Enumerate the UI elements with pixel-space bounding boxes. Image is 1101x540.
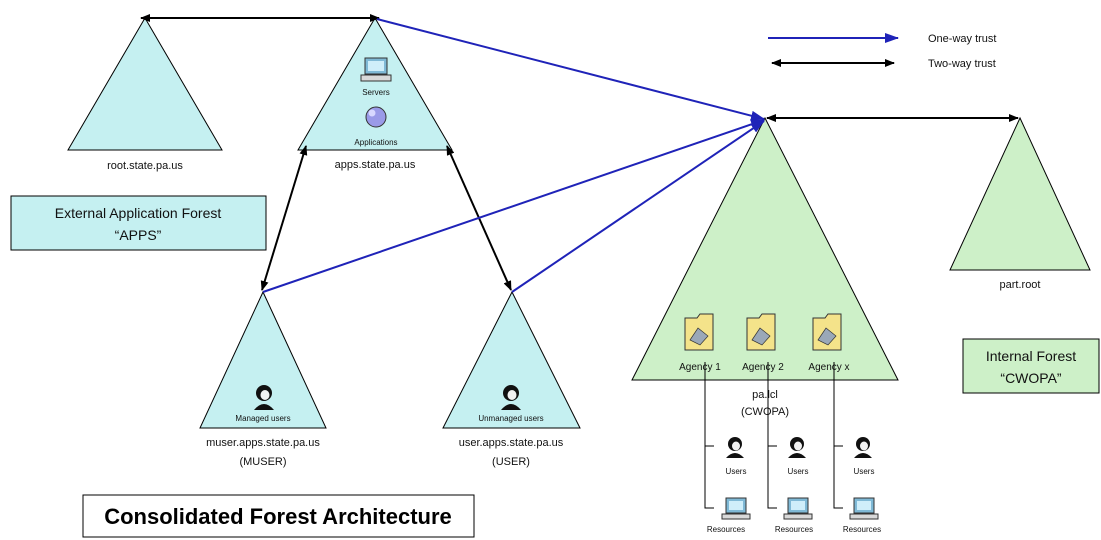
oneway-trust-apps-palcl <box>376 18 765 121</box>
agency-1-resources-icon <box>721 497 751 520</box>
apps-applications-label: Applications <box>354 138 397 147</box>
part-root-forest-triangle <box>949 116 1091 271</box>
agency-x-resources-icon <box>849 497 879 520</box>
managed-users-icon <box>254 385 274 410</box>
internal-forest-line2: “CWOPA” <box>1000 370 1062 386</box>
agency-1-folder-icon <box>684 313 714 351</box>
oneway-trust-user-palcl <box>511 120 765 293</box>
agency-1-users-icon <box>726 437 744 458</box>
root-domain-label: root.state.pa.us <box>107 160 183 172</box>
agency-x-users-icon <box>854 437 872 458</box>
apps-servers-label: Servers <box>362 88 390 97</box>
legend: One-way trust Two-way trust <box>768 33 996 70</box>
unmanaged-users-icon <box>501 385 521 410</box>
trust-apps-muser <box>260 145 308 291</box>
user-domain-sublabel: (USER) <box>492 456 530 468</box>
server-icon <box>360 57 392 82</box>
agency-1-resources-label: Resources <box>707 525 745 534</box>
oneway-trust-muser-palcl <box>262 119 765 293</box>
palcl-domain-sublabel: (CWOPA) <box>741 406 789 418</box>
external-forest-box: External Application Forest “APPS” <box>10 195 267 251</box>
internal-forest-line1: Internal Forest <box>986 348 1076 364</box>
muser-domain-label: muser.apps.state.pa.us <box>206 437 320 449</box>
muser-inner-label: Managed users <box>235 414 290 423</box>
diagram-title: Consolidated Forest Architecture <box>104 504 452 529</box>
part-root-domain-label: part.root <box>1000 279 1041 291</box>
agency-1-users-label: Users <box>726 467 747 476</box>
user-inner-label: Unmanaged users <box>478 414 543 423</box>
agency-2-resources-label: Resources <box>775 525 813 534</box>
agency-x-resources-label: Resources <box>843 525 881 534</box>
agency-connectors <box>704 362 843 509</box>
agency-2-label: Agency 2 <box>742 362 784 373</box>
agency-x-folder-icon <box>812 313 842 351</box>
muser-domain-sublabel: (MUSER) <box>239 456 286 468</box>
apps-forest-triangle <box>297 17 453 151</box>
applications-icon <box>365 106 387 128</box>
agency-2-users-label: Users <box>788 467 809 476</box>
agency-2-resources-icon <box>783 497 813 520</box>
user-domain-label: user.apps.state.pa.us <box>459 437 564 449</box>
agency-x-label: Agency x <box>808 362 849 373</box>
legend-one-way-label: One-way trust <box>928 33 996 45</box>
agency-2-users-icon <box>788 437 806 458</box>
external-forest-line1: External Application Forest <box>55 205 222 221</box>
agency-1-label: Agency 1 <box>679 362 721 373</box>
legend-two-way-label: Two-way trust <box>928 58 996 70</box>
apps-domain-label: apps.state.pa.us <box>335 159 416 171</box>
title-box: Consolidated Forest Architecture <box>82 494 475 538</box>
muser-domain-triangle <box>199 290 327 429</box>
agency-2-folder-icon <box>746 313 776 351</box>
agency-x-users-label: Users <box>854 467 875 476</box>
user-domain-triangle <box>442 290 581 429</box>
palcl-domain-label: pa.lcl <box>752 389 778 401</box>
root-forest-triangle <box>67 17 223 151</box>
internal-forest-box: Internal Forest “CWOPA” <box>962 338 1100 394</box>
external-forest-line2: “APPS” <box>115 227 162 243</box>
